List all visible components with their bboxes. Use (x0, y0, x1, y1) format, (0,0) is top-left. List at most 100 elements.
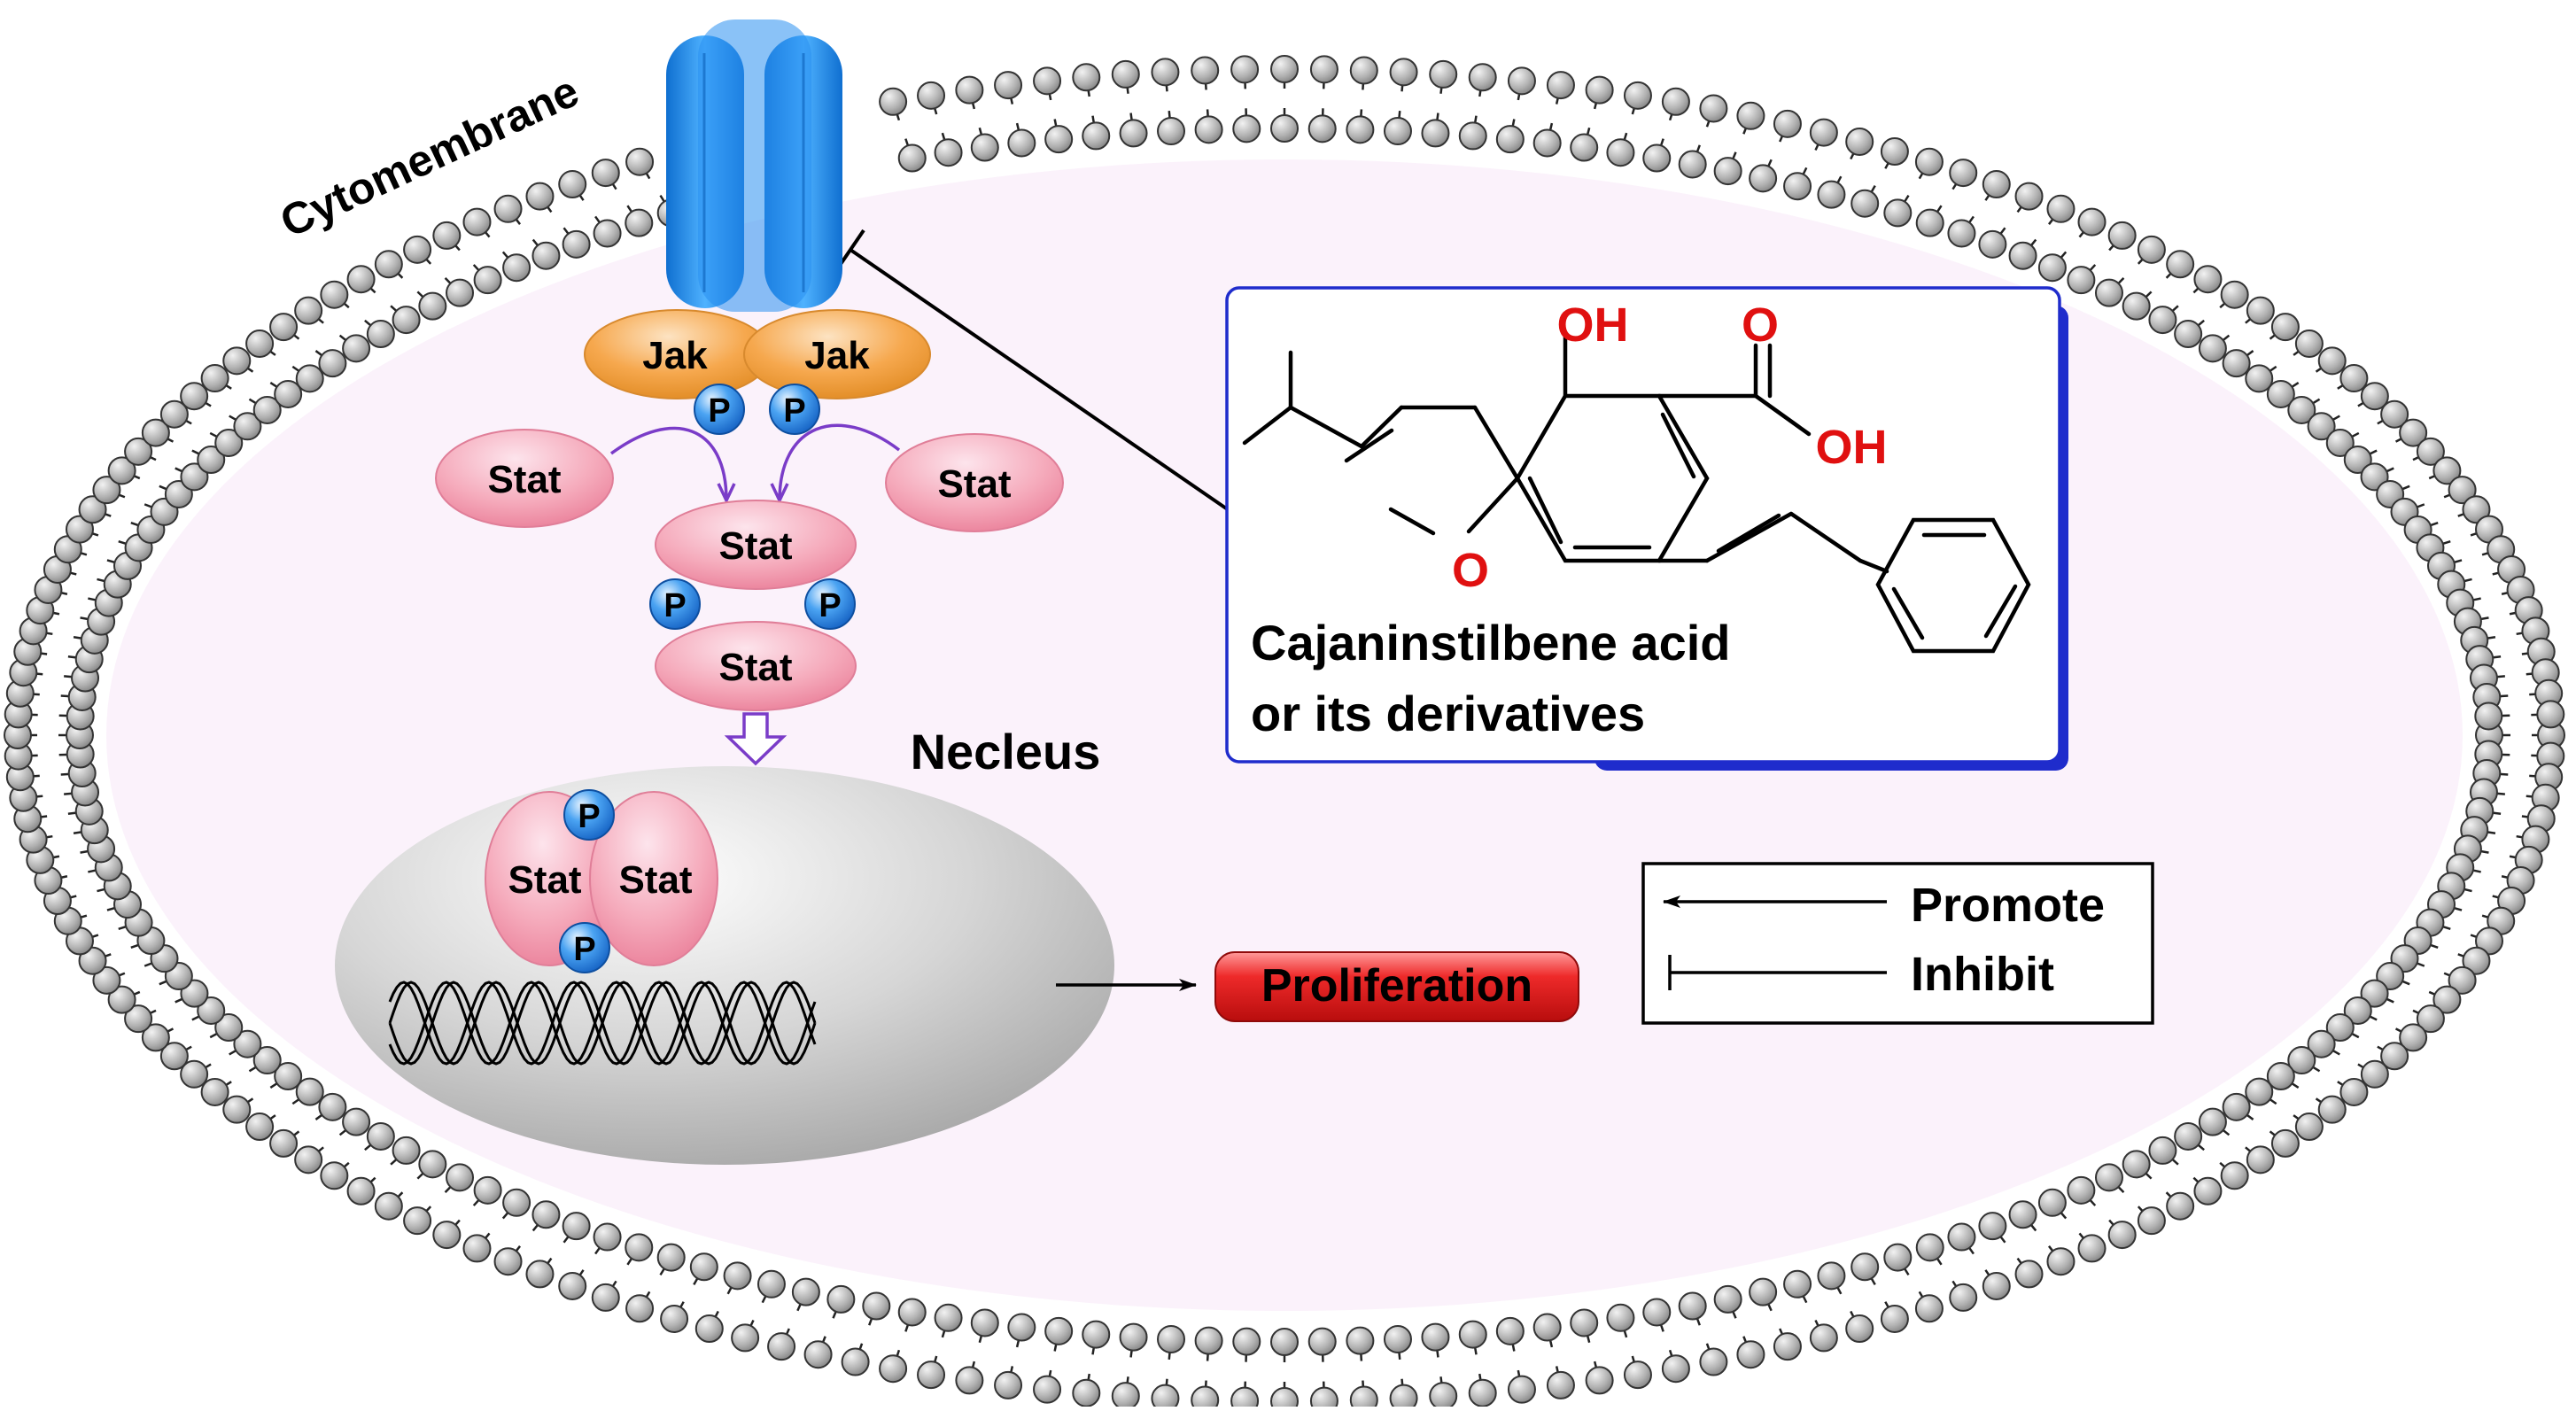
atom-o-methoxy: O (1452, 544, 1489, 597)
lipid-head-inner (2266, 379, 2295, 408)
dna-strand (388, 981, 817, 1066)
lipid-head-inner (1232, 1327, 1261, 1356)
lipid-head-inner (1157, 117, 1186, 146)
lipid-head-outer (1270, 1387, 1299, 1411)
lipid-head-inner (1346, 115, 1375, 144)
lipid-head-inner (1082, 1320, 1111, 1349)
lipid-head-outer (1230, 1386, 1260, 1411)
compound-name-line1: Cajaninstilbene acid (1251, 615, 1731, 671)
lipid-head-inner (1383, 117, 1412, 146)
proliferation-label: Proliferation (1261, 960, 1532, 1012)
lipid-head-inner (1082, 121, 1111, 151)
cytomembrane-label: Cytomembrane (273, 66, 586, 247)
dna-strand (388, 981, 817, 1066)
lipid-head-inner (1678, 1291, 1707, 1321)
legend-promote-label: Promote (1911, 879, 2105, 932)
stat-label-dimer-top: Stat (718, 524, 792, 568)
lipid-head-outer (1270, 55, 1299, 83)
lipid-head-inner (1749, 1277, 1778, 1306)
lipid-head-inner (656, 1243, 686, 1272)
phosphate-label: P (573, 931, 595, 968)
lipid-head-inner (1642, 143, 1672, 173)
lipid-head-outer (1349, 56, 1378, 85)
phosphate-label: P (578, 798, 600, 835)
lipid-head-outer (525, 182, 555, 211)
lipid-head-outer (2077, 1234, 2107, 1263)
lipid-head-outer (1389, 1384, 1418, 1411)
stat-label-nuclear-left: Stat (508, 858, 581, 902)
lipid-head-outer (2339, 364, 2369, 393)
lipid-head-inner (2245, 1077, 2274, 1106)
lipid-head-outer (2166, 1191, 2195, 1221)
lipid-head-inner (342, 334, 371, 363)
lipid-head-inner (1346, 1326, 1375, 1355)
lipid-head-outer (141, 1023, 170, 1052)
lipid-head-outer (1072, 1378, 1101, 1407)
lipid-head-outer (294, 296, 323, 325)
lipid-head-outer (493, 1247, 523, 1276)
atom-oh-phenol: OH (1557, 298, 1629, 352)
lipid-head-outer (180, 1059, 209, 1089)
lipid-head-outer (917, 81, 946, 110)
stat-label-free-left: Stat (487, 458, 561, 501)
lipid-head-outer (346, 1176, 376, 1206)
lipid-head-inner (2008, 1200, 2037, 1229)
phosphate-label: P (783, 392, 805, 430)
lipid-head-inner (2343, 446, 2372, 475)
lipid-head-outer (374, 1191, 403, 1221)
lipid-head-inner (1532, 128, 1562, 158)
lipid-head-inner (1270, 1328, 1299, 1356)
lipid-head-outer (346, 265, 376, 294)
lipid-head-inner (2307, 1029, 2336, 1058)
lipid-head-outer (955, 75, 984, 105)
lipid-head-inner (418, 1150, 447, 1179)
stat-free-left (435, 429, 614, 528)
lipid-head-outer (1845, 1314, 1874, 1344)
lipid-head-outer (2294, 329, 2324, 358)
lipid-head-outer (1033, 66, 1062, 96)
receptor-protein (666, 19, 842, 312)
lipid-head-inner (2122, 1150, 2151, 1179)
lipid-head-inner (1044, 1316, 1074, 1345)
lipid-head-outer (2270, 313, 2300, 342)
lipid-head-outer (1468, 63, 1497, 92)
lipid-head-outer (78, 946, 107, 975)
compound-name-line2: or its derivatives (1251, 686, 1645, 741)
lipid-head-outer (374, 250, 403, 279)
lipid-head-outer (403, 235, 432, 264)
lipid-head-inner (2148, 306, 2177, 335)
lipid-head-outer (841, 1347, 870, 1376)
lipid-head-inner (2287, 395, 2316, 424)
lipid-head-outer (591, 159, 620, 188)
lipid-head-inner (2325, 428, 2355, 457)
lipid-head-outer (65, 515, 94, 544)
lipid-head-outer (432, 221, 462, 250)
lipid-head-inner (1119, 119, 1148, 148)
stat-label-free-right: Stat (937, 462, 1011, 506)
lipid-head-outer (107, 456, 136, 485)
lipid-head-outer (1151, 1384, 1180, 1411)
lipid-head-inner (233, 412, 262, 441)
lipid-head-inner (1532, 1313, 1562, 1342)
lipid-head-inner (295, 1077, 324, 1106)
lipid-head-inner (473, 1175, 502, 1205)
phosphate-label: P (819, 587, 841, 624)
phosphate-nuclear-top: P (563, 789, 615, 841)
lipid-head-inner (689, 1252, 718, 1282)
lipid-head-outer (124, 437, 153, 466)
lipid-head-inner (934, 138, 963, 167)
lipid-head-outer (2046, 194, 2076, 223)
lipid-head-inner (897, 143, 927, 173)
lipid-head-outer (2399, 418, 2428, 447)
stat-label-dimer-bottom: Stat (718, 646, 792, 689)
lipid-head-outer (803, 1340, 833, 1369)
lipid-head-inner (897, 1298, 927, 1327)
phosphate-label: P (663, 587, 686, 624)
lipid-head-outer (2536, 700, 2565, 729)
lipid-head-outer (320, 280, 349, 309)
lipid-head-outer (269, 313, 299, 342)
lipid-head-inner (1642, 1298, 1672, 1327)
recruit-arrow-left (609, 426, 726, 500)
lipid-head-inner (1947, 1222, 1976, 1252)
